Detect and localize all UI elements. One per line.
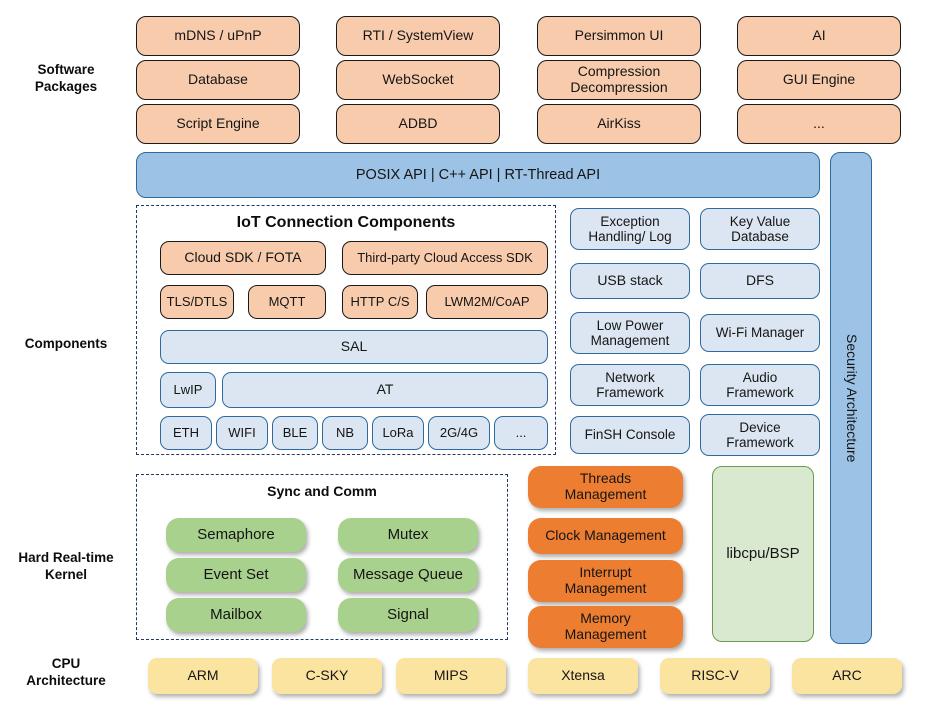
row-label-components: Components <box>24 336 108 351</box>
package-rti-systemview[interactable]: RTI / SystemView <box>336 16 500 56</box>
row-label-software-line1: Software <box>37 62 95 77</box>
package-script-engine[interactable]: Script Engine <box>136 104 300 144</box>
row-label-software-packages: Software Packages <box>0 62 132 96</box>
kernel-interrupt-line2: Management <box>564 580 647 596</box>
iot-nb[interactable]: NB <box>322 416 368 450</box>
cpu-c-sky[interactable]: C-SKY <box>272 658 382 694</box>
kernel-mutex[interactable]: Mutex <box>338 518 478 552</box>
component-device-line2: Framework <box>726 435 794 450</box>
iot-eth[interactable]: ETH <box>160 416 212 450</box>
kernel-semaphore[interactable]: Semaphore <box>166 518 306 552</box>
kernel-mailbox[interactable]: Mailbox <box>166 598 306 632</box>
component-kvdb-line2: Database <box>731 229 789 244</box>
kernel-threads-management[interactable]: Threads Management <box>528 466 683 508</box>
component-audio-framework[interactable]: Audio Framework <box>700 364 820 406</box>
component-usb-stack[interactable]: USB stack <box>570 263 690 299</box>
component-low-power-management[interactable]: Low Power Management <box>570 312 690 354</box>
iot-sal[interactable]: SAL <box>160 330 548 364</box>
package-mdns-upnp[interactable]: mDNS / uPnP <box>136 16 300 56</box>
iot-third-party-cloud-sdk[interactable]: Third-party Cloud Access SDK <box>342 241 548 275</box>
row-label-kernel-line2: Kernel <box>44 566 88 582</box>
iot-lora[interactable]: LoRa <box>372 416 424 450</box>
iot-mqtt[interactable]: MQTT <box>248 285 326 319</box>
component-network-line2: Framework <box>596 385 664 400</box>
cpu-mips[interactable]: MIPS <box>396 658 506 694</box>
iot-tls-dtls[interactable]: TLS/DTLS <box>160 285 234 319</box>
component-dfs[interactable]: DFS <box>700 263 820 299</box>
iot-2g-4g[interactable]: 2G/4G <box>428 416 490 450</box>
iot-group-title: IoT Connection Components <box>236 214 456 231</box>
iot-at[interactable]: AT <box>222 372 548 408</box>
row-label-kernel: Hard Real-time Kernel <box>0 550 132 584</box>
component-exception-handling-log[interactable]: Exception Handling/ Log <box>570 208 690 250</box>
kernel-clock-management[interactable]: Clock Management <box>528 518 683 554</box>
cpu-risc-v[interactable]: RISC-V <box>660 658 770 694</box>
component-device-framework[interactable]: Device Framework <box>700 414 820 456</box>
cpu-arc[interactable]: ARC <box>792 658 902 694</box>
component-audio-line1: Audio <box>742 369 778 385</box>
iot-cloud-sdk-fota[interactable]: Cloud SDK / FOTA <box>160 241 326 275</box>
cpu-xtensa[interactable]: Xtensa <box>528 658 638 694</box>
package-database[interactable]: Database <box>136 60 300 100</box>
component-kvdb-line1: Key Value <box>729 213 791 229</box>
component-finsh-console[interactable]: FinSH Console <box>570 416 690 454</box>
package-more[interactable]: ... <box>737 104 901 144</box>
kernel-memory-management[interactable]: Memory Management <box>528 606 683 648</box>
component-wifi-manager[interactable]: Wi-Fi Manager <box>700 314 820 352</box>
iot-connection-components-group: IoT Connection Components <box>136 205 556 455</box>
kernel-event-set[interactable]: Event Set <box>166 558 306 592</box>
component-lowpower-line2: Management <box>590 333 670 348</box>
cpu-arm[interactable]: ARM <box>148 658 258 694</box>
package-compression-line2: Decompression <box>570 79 668 95</box>
iot-link-more[interactable]: ... <box>494 416 548 450</box>
api-bar[interactable]: POSIX API | C++ API | RT-Thread API <box>136 152 820 198</box>
kernel-signal[interactable]: Signal <box>338 598 478 632</box>
iot-lwm2m-coap[interactable]: LWM2M/CoAP <box>426 285 548 319</box>
kernel-libcpu-bsp[interactable]: libcpu/BSP <box>712 466 814 642</box>
component-exception-line2: Handling/ Log <box>588 229 672 244</box>
api-bar-label: POSIX API | C++ API | RT-Thread API <box>355 166 601 183</box>
package-compression-line1: Compression <box>577 63 661 80</box>
component-audio-line2: Framework <box>726 385 794 400</box>
package-websocket[interactable]: WebSocket <box>336 60 500 100</box>
component-network-framework[interactable]: Network Framework <box>570 364 690 406</box>
component-device-line1: Device <box>739 419 781 435</box>
package-gui-engine[interactable]: GUI Engine <box>737 60 901 100</box>
row-label-software-line2: Packages <box>34 78 98 94</box>
sync-group-title: Sync and Comm <box>267 483 377 499</box>
row-label-cpu: CPU Architecture <box>0 656 132 690</box>
kernel-interrupt-management[interactable]: Interrupt Management <box>528 560 683 602</box>
package-ai[interactable]: AI <box>737 16 901 56</box>
kernel-message-queue[interactable]: Message Queue <box>338 558 478 592</box>
kernel-threads-line2: Management <box>564 486 647 502</box>
kernel-threads-line1: Threads <box>579 470 632 487</box>
component-lowpower-line1: Low Power <box>596 317 664 333</box>
kernel-memory-line2: Management <box>564 626 647 642</box>
kernel-memory-line1: Memory <box>580 610 631 627</box>
package-compression-decompression[interactable]: Compression Decompression <box>537 60 701 100</box>
iot-wifi[interactable]: WIFI <box>216 416 268 450</box>
package-adbd[interactable]: ADBD <box>336 104 500 144</box>
component-network-line1: Network <box>605 369 655 385</box>
component-key-value-database[interactable]: Key Value Database <box>700 208 820 250</box>
package-airkiss[interactable]: AirKiss <box>537 104 701 144</box>
row-label-cpu-line2: Architecture <box>26 672 106 688</box>
row-label-cpu-line1: CPU <box>51 656 81 671</box>
component-exception-line1: Exception <box>600 213 660 229</box>
kernel-interrupt-line1: Interrupt <box>579 564 632 581</box>
row-label-kernel-line1: Hard Real-time <box>18 550 114 565</box>
iot-http-cs[interactable]: HTTP C/S <box>342 285 418 319</box>
iot-lwip[interactable]: LwIP <box>160 372 216 408</box>
security-architecture-label: Security Architecture <box>843 333 860 463</box>
security-architecture-bar[interactable]: Security Architecture <box>830 152 872 644</box>
iot-ble[interactable]: BLE <box>272 416 318 450</box>
sync-and-comm-group: Sync and Comm <box>136 474 508 640</box>
package-persimmon-ui[interactable]: Persimmon UI <box>537 16 701 56</box>
